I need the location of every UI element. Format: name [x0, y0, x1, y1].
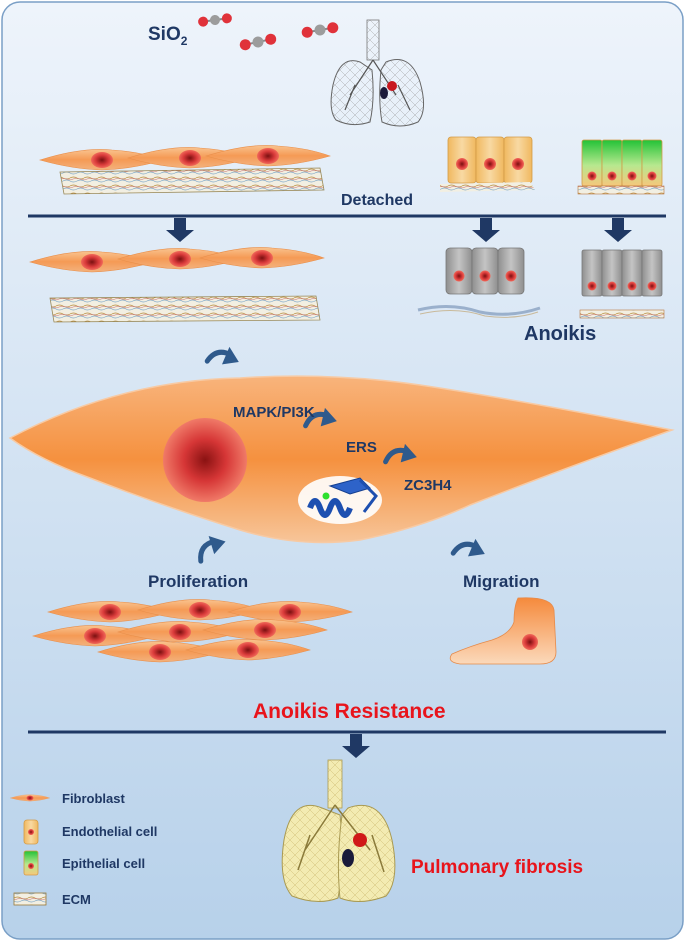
migrating-fibroblast-icon — [449, 597, 557, 665]
fibroblast-group-detached — [29, 246, 325, 323]
migration-label: Migration — [463, 572, 540, 591]
zc3h4-label: ZC3H4 — [404, 477, 452, 494]
proliferation-label: Proliferation — [148, 572, 249, 591]
zc3h4-protein-icon — [298, 476, 382, 524]
pulmonary-fibrosis-label: Pulmonary fibrosis — [411, 857, 584, 878]
mapk-pi3k-label: MAPK/PI3K — [233, 404, 315, 421]
epithelial-cells-anoikis — [579, 249, 665, 319]
down-arrow-icon — [342, 734, 370, 758]
endothelial-cell-icon — [23, 819, 39, 845]
anoikis-resistance-label: Anoikis Resistance — [253, 700, 446, 723]
lung-healthy-icon — [330, 19, 424, 127]
endothelial-cells-attached — [440, 136, 535, 192]
detached-label: Detached — [341, 192, 414, 209]
sio2-molecules — [198, 13, 339, 51]
epithelial-cells-attached — [577, 139, 665, 195]
legend-fibroblast-label: Fibroblast — [62, 791, 125, 806]
ers-label: ERS — [346, 439, 377, 456]
legend-ecm-label: ECM — [62, 892, 91, 907]
legend-endothelial-label: Endothelial cell — [62, 824, 158, 839]
ecm-icon — [13, 892, 47, 906]
epithelial-cell-icon — [23, 850, 39, 876]
fibroblast-large — [8, 375, 675, 544]
legend-epithelial-label: Epithelial cell — [62, 856, 146, 871]
anoikis-label: Anoikis — [524, 323, 597, 345]
lung-fibrotic-icon — [281, 759, 396, 902]
legend-icons — [9, 794, 50, 906]
sio2-subscript: 2 — [180, 33, 188, 48]
down-arrows-top — [166, 218, 632, 242]
sio2-label: SiO2 — [148, 24, 188, 48]
endothelial-cells-anoikis — [417, 247, 541, 318]
fibroblast-group-top — [39, 144, 331, 195]
